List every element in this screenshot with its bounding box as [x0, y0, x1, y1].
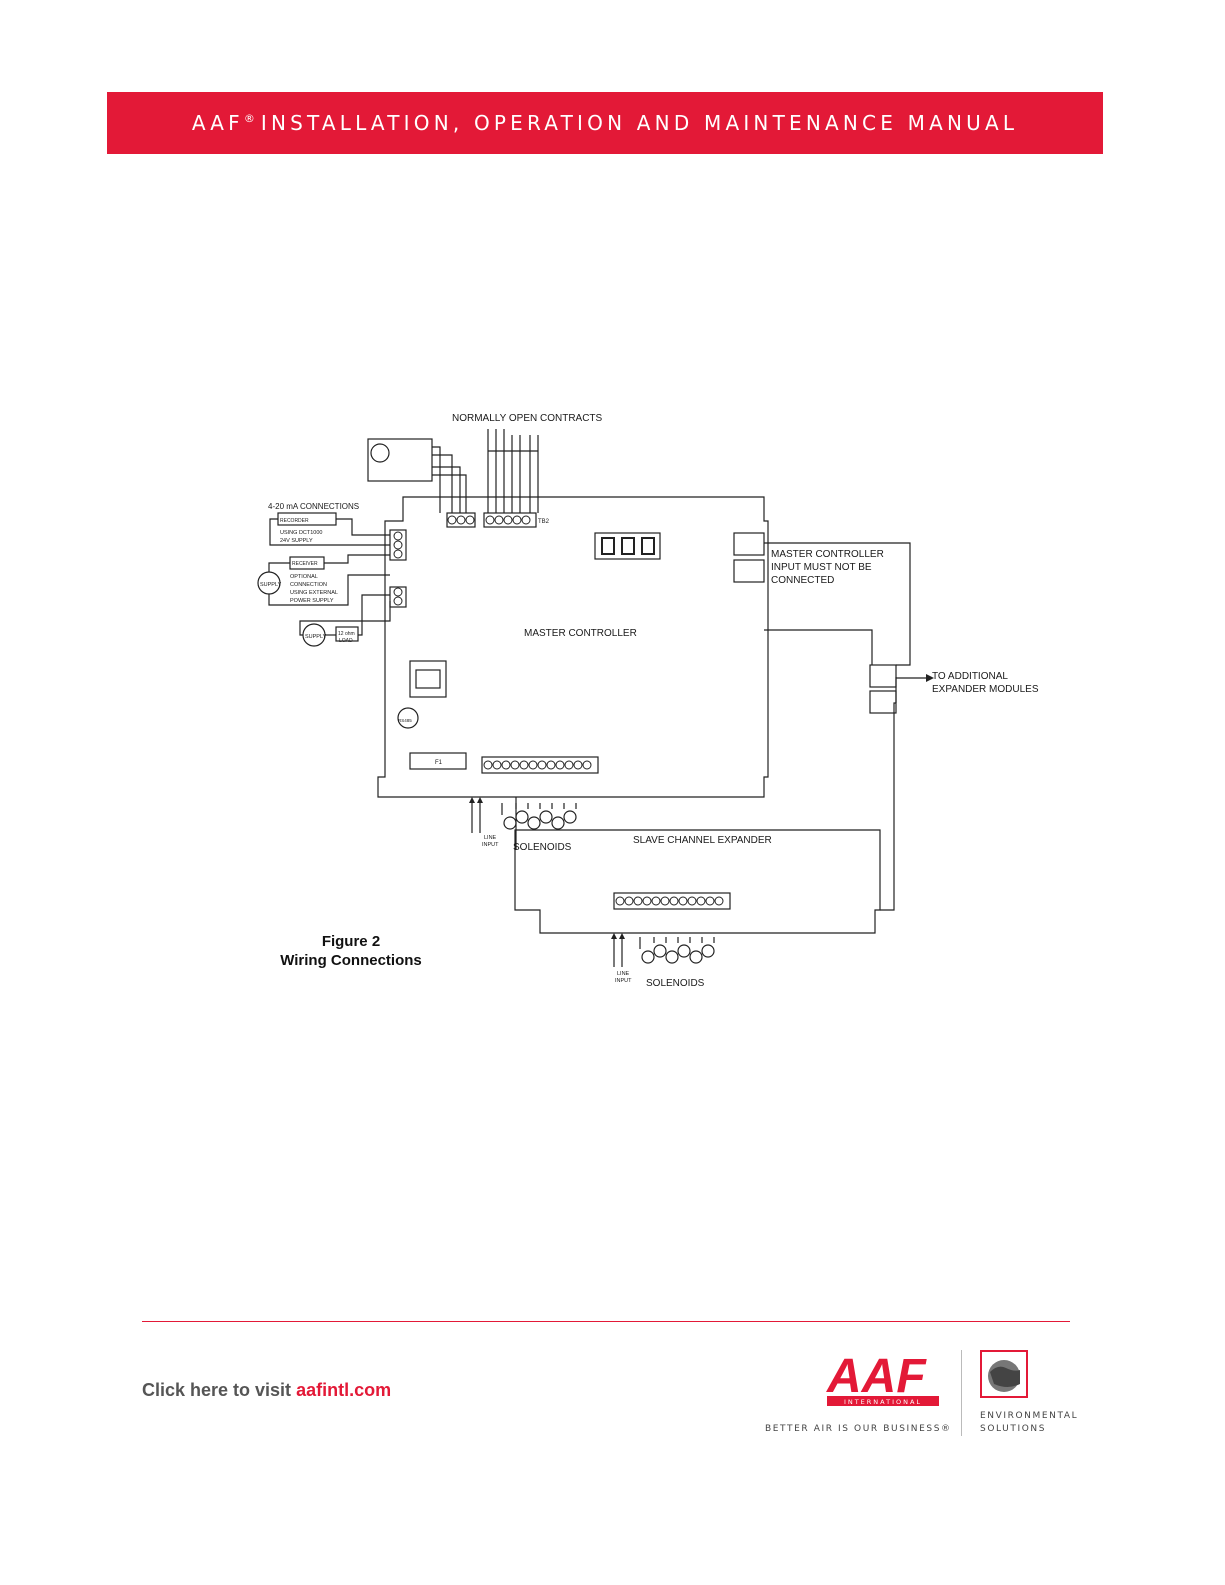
transformer: [409, 660, 447, 698]
slave-expander-label: SLAVE CHANNEL EXPANDER: [633, 835, 772, 846]
slave-terminal-strip: [613, 892, 731, 910]
wiring-diagram: NORMALLY OPEN CONTRACTS 4-20 mA CONNECTI…: [240, 395, 1040, 995]
master-controller-label: MASTER CONTROLLER: [524, 628, 637, 639]
globe-icon: [980, 1350, 1028, 1398]
footer-divider: [142, 1321, 1070, 1322]
supply-label-2: SUPPLY: [305, 634, 327, 640]
terminal-low-high: [446, 512, 476, 528]
title-brand: AAF: [191, 111, 244, 135]
visit-website-link[interactable]: Click here to visit aafintl.com: [142, 1380, 391, 1401]
receiver-label: RECEIVER: [292, 561, 318, 567]
terminal-output: [389, 586, 407, 608]
master-note-line-3: CONNECTED: [771, 575, 834, 586]
slave-board-outline: [514, 829, 881, 934]
connections-4-20-label: 4-20 mA CONNECTIONS: [268, 502, 359, 511]
logo-tagline: BETTER AIR IS OUR BUSINESS®: [765, 1424, 952, 1434]
expander-connector-1: [869, 664, 897, 688]
to-additional-line-1: TO ADDITIONAL: [932, 671, 1008, 682]
using-dct-label: USING DCT1000: [280, 530, 323, 536]
pressure-switch-box: [367, 438, 433, 482]
rs485-label: RS485: [398, 718, 412, 723]
optional-line-4: POWER SUPPLY: [290, 598, 334, 604]
slave-strip-screws: [615, 896, 724, 906]
env-line-2: SOLUTIONS: [980, 1424, 1047, 1434]
seven-seg-display: [594, 532, 661, 560]
master-board-outline: [377, 496, 769, 798]
solenoids-label-master: SOLENOIDS: [513, 842, 572, 853]
caption-figure-number: Figure 2: [321, 933, 381, 950]
supply-label-1: SUPPLY: [260, 582, 282, 588]
master-terminal-strip: [481, 756, 599, 774]
master-note-line-1: MASTER CONTROLLER: [771, 549, 884, 560]
seven-seg-digits: [601, 537, 655, 555]
link-prefix-text: Click here to visit: [142, 1380, 297, 1400]
env-line-1: ENVIRONMENTAL: [980, 1411, 1079, 1421]
fuse-holder: [409, 752, 467, 770]
aaf-logo: AAF INTERNATIONAL: [826, 1350, 939, 1406]
battery-icon: [397, 707, 419, 729]
optional-line-3: USING EXTERNAL: [290, 590, 338, 596]
normally-open-label: NORMALLY OPEN CONTRACTS: [452, 413, 603, 424]
to-additional-line-2: EXPANDER MODULES: [932, 684, 1039, 695]
solenoids-label-slave: SOLENOIDS: [646, 978, 705, 989]
title-text: INSTALLATION, OPERATION AND MAINTENANCE …: [260, 111, 1019, 135]
load-label-1: 12 ohm: [338, 631, 355, 637]
line-label-slave: LINE: [617, 971, 630, 977]
rs485-connector-1: [733, 532, 765, 556]
manual-title: AAF® INSTALLATION, OPERATION AND MAINTENA…: [192, 111, 1018, 135]
logo-divider: [961, 1350, 962, 1436]
master-note-line-2: INPUT MUST NOT BE: [771, 562, 872, 573]
wiring-diagram-svg: NORMALLY OPEN CONTRACTS 4-20 mA CONNECTI…: [257, 413, 1039, 989]
logo-brand-text: AAF: [826, 1350, 927, 1403]
logo-sub-text: INTERNATIONAL: [844, 1398, 922, 1406]
line-label-master: LINE: [484, 835, 497, 841]
supply-24v-label: 24V SUPPLY: [280, 538, 313, 544]
footer-logo-block: AAF INTERNATIONAL BETTER AIR IS OUR BUSI…: [765, 1348, 1078, 1440]
load-box: [335, 626, 359, 642]
link-domain-text[interactable]: aafintl.com: [296, 1380, 392, 1400]
input-label-slave: INPUT: [615, 978, 632, 984]
registered-mark: ®: [243, 112, 255, 125]
rs485-connector-2: [733, 559, 765, 583]
recorder-label: RECORDER: [280, 518, 309, 524]
master-strip-screws: [483, 760, 592, 770]
arrow-head: [926, 674, 934, 682]
load-label-2: LOAD: [339, 638, 353, 644]
optional-line-2: CONNECTION: [290, 582, 327, 588]
input-label-master: INPUT: [482, 842, 499, 848]
terminal-tb2: [483, 512, 537, 528]
fuse-label: F1: [435, 760, 443, 766]
environmental-solutions-text: ENVIRONMENTAL SOLUTIONS: [980, 1410, 1078, 1436]
figure-caption: Figure 2 Wiring Connections: [270, 932, 432, 970]
gauge-icon: [370, 443, 390, 463]
header-banner: AAF® INSTALLATION, OPERATION AND MAINTENA…: [107, 92, 1103, 154]
optional-line-1: OPTIONAL: [290, 574, 318, 580]
expander-connector-2: [869, 690, 897, 714]
tb2-label: TB2: [538, 519, 550, 525]
caption-figure-title: Wiring Connections: [280, 952, 422, 969]
